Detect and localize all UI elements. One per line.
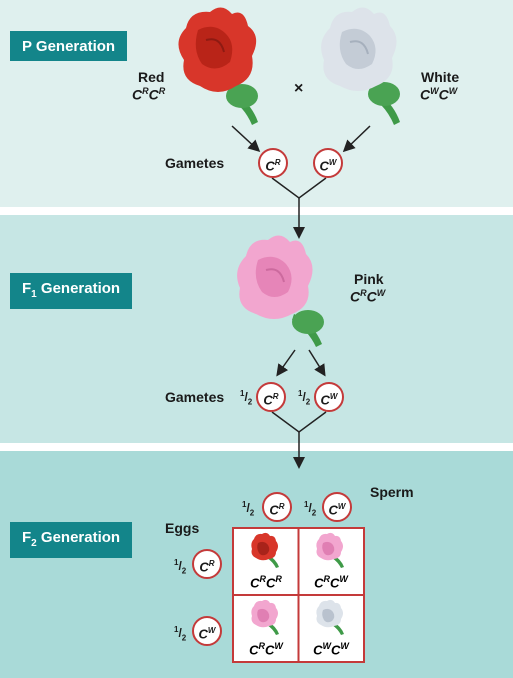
pink-flower-icon — [237, 235, 324, 347]
red-flower-small-icon — [251, 532, 279, 568]
white-flower-small-icon — [316, 599, 344, 635]
f1-gamete-r: CR — [256, 382, 286, 412]
pink-flower-small-icon — [316, 532, 344, 568]
sperm-fraction-2: 1/2 — [304, 500, 317, 518]
p-gametes-label: Gametes — [165, 155, 225, 171]
eggs-label: Eggs — [165, 520, 200, 536]
red-genotype: CRCR — [132, 86, 166, 103]
cell-genotype-rr: CRCR — [250, 573, 282, 590]
sperm-fraction-1: 1/2 — [242, 500, 255, 518]
cross-symbol: × — [294, 80, 304, 97]
egg-fraction-1: 1/2 — [174, 558, 187, 576]
sperm-label: Sperm — [370, 484, 414, 500]
sperm-gamete-w: CW — [322, 492, 352, 522]
punnett-cell-rr: CRCR — [234, 529, 298, 594]
p-gamete-w: CW — [313, 148, 343, 178]
white-flower-icon — [321, 7, 400, 125]
punnett-grid — [234, 529, 363, 661]
f1-generation-label: F1 Generation — [10, 273, 133, 309]
f1-gametes-label: Gametes — [165, 389, 225, 405]
egg-gamete-w: CW — [192, 616, 222, 646]
egg-gamete-r: CR — [192, 549, 222, 579]
punnett-square: CRCR CRCW CRCW CWCW — [232, 527, 365, 663]
red-label: Red — [138, 69, 165, 85]
pink-label: Pink — [354, 271, 384, 287]
white-label: White — [421, 69, 460, 85]
p-gamete-r: CR — [258, 148, 288, 178]
f1-fraction-1: 1/2 — [240, 389, 253, 407]
punnett-cell-rw-bottom: CRCW — [234, 596, 298, 661]
white-genotype: CWCW — [420, 86, 458, 103]
cell-genotype-rw-top: CRCW — [314, 573, 348, 590]
red-flower-icon — [178, 7, 258, 125]
p-generation-label: P Generation — [10, 31, 128, 61]
cell-genotype-ww: CWCW — [313, 640, 349, 657]
pink-genotype: CRCW — [350, 288, 386, 305]
f1-fraction-2: 1/2 — [298, 389, 311, 407]
egg-fraction-2: 1/2 — [174, 625, 187, 643]
f2-generation-label: F2 Generation — [10, 522, 133, 558]
f1-gamete-w: CW — [314, 382, 344, 412]
punnett-cell-rw-top: CRCW — [299, 529, 363, 594]
sperm-gamete-r: CR — [262, 492, 292, 522]
cell-genotype-rw-bottom: CRCW — [249, 640, 283, 657]
punnett-cell-ww: CWCW — [299, 596, 363, 661]
pink-flower-small-icon — [251, 599, 279, 635]
